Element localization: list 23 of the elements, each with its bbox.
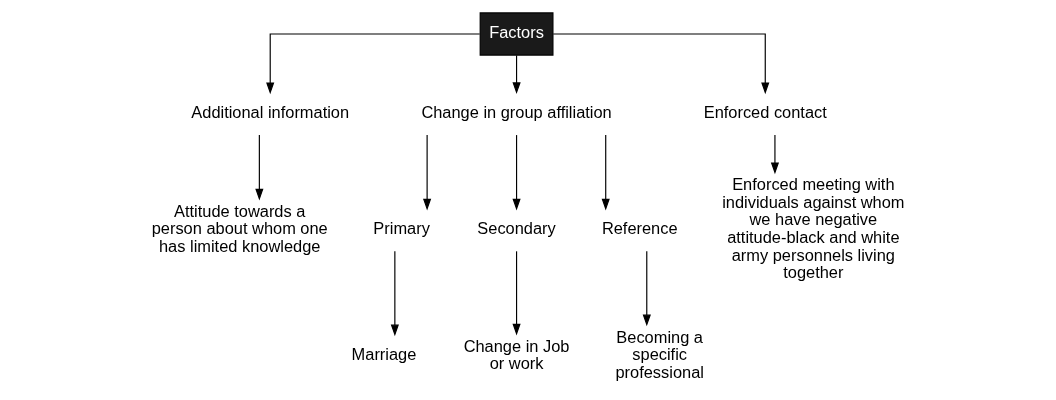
node-text: Reference: [601, 219, 678, 238]
node-text: Attitude towards a person about whom one has limited knowledge: [151, 201, 328, 255]
node-text: Change in group affiliation: [421, 103, 612, 122]
node-text: Change in Job or work: [463, 336, 570, 373]
arrow: [512, 250, 521, 336]
arrow: [255, 134, 264, 201]
node-text: Additional information: [191, 103, 350, 122]
arrow: [770, 134, 780, 175]
node-text: Becoming a specific professional: [615, 327, 704, 381]
node-text: Primary: [373, 219, 430, 238]
node-text: Enforced meeting with individuals against whom we have negative attitude-black and white army personnels living together: [722, 175, 905, 282]
arrow: [601, 134, 610, 211]
arrow: [552, 33, 770, 95]
node-text: Enforced contact: [703, 103, 827, 122]
node-text: Secondary: [477, 219, 556, 238]
arrow: [642, 250, 651, 327]
arrow: [266, 33, 481, 95]
node-box: Factors: [479, 12, 554, 56]
arrow: [512, 134, 521, 211]
arrow: [423, 134, 432, 211]
arrow: [390, 250, 399, 337]
arrow: [512, 54, 521, 95]
node-text: Marriage: [351, 345, 417, 364]
